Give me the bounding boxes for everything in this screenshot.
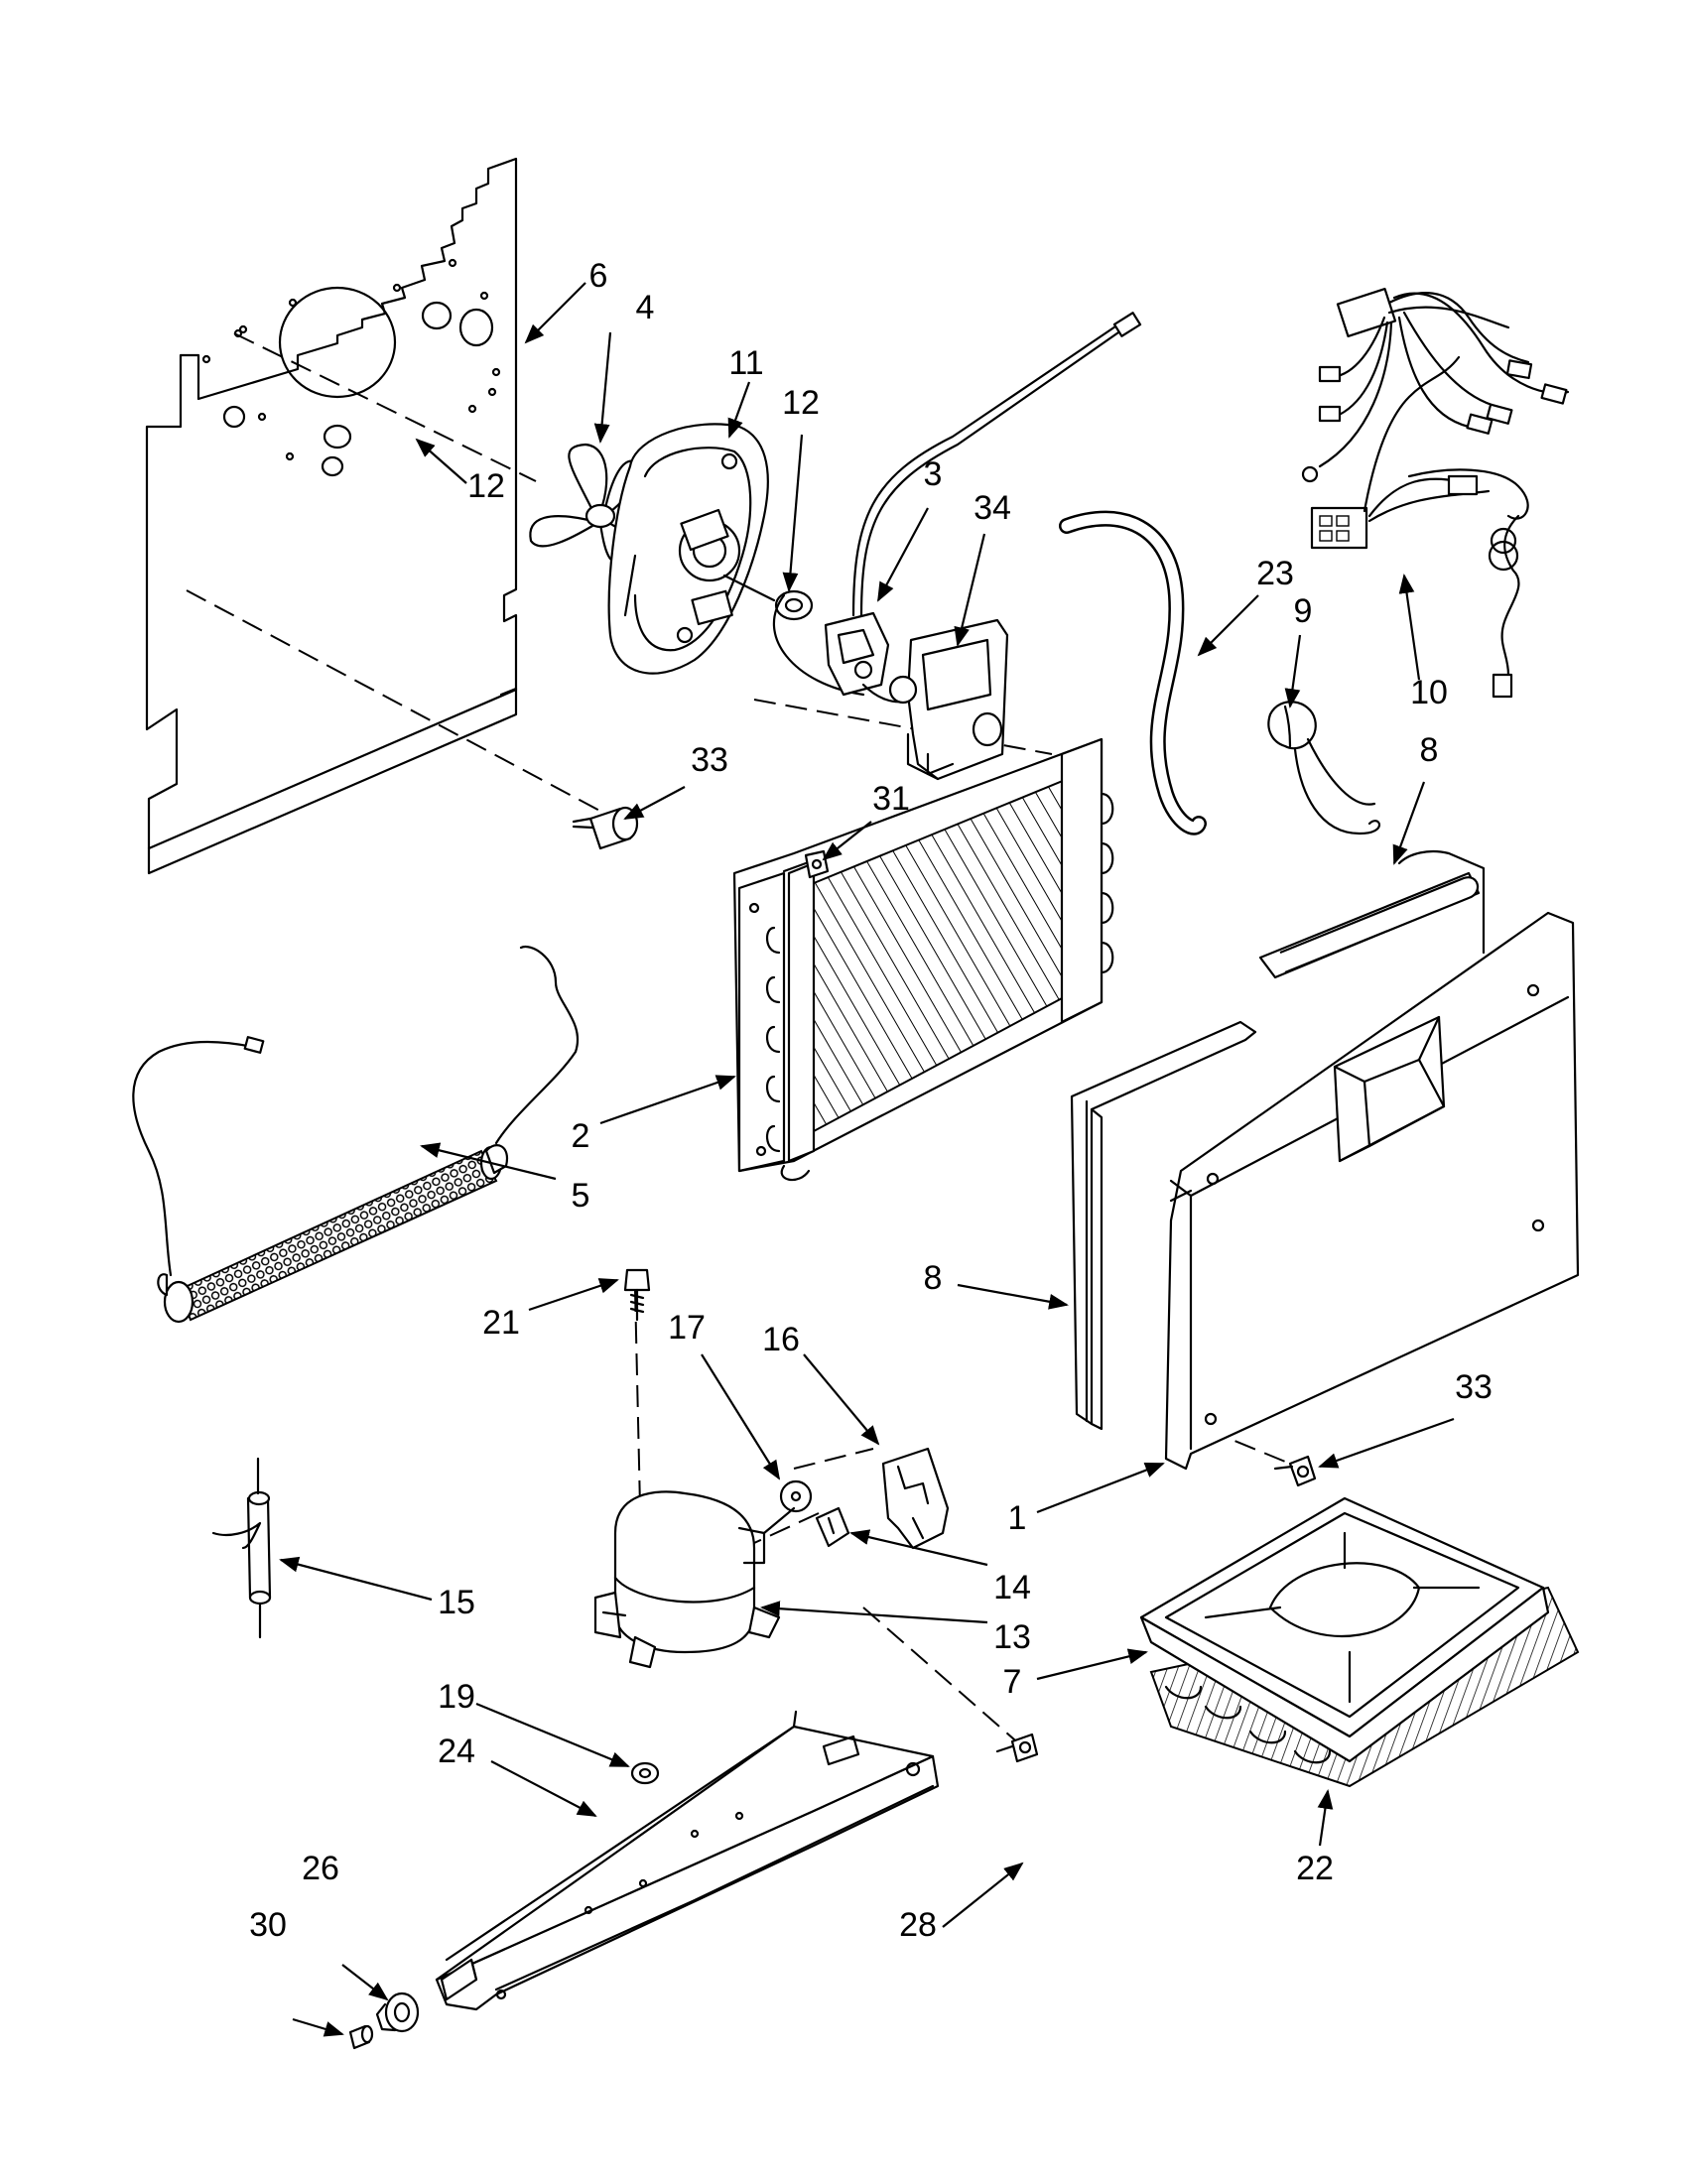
- evaporator-coil-part: [732, 737, 1114, 1182]
- duct-part: [1070, 849, 1486, 1431]
- drain-tube-part: [1059, 510, 1207, 835]
- foot-part: [375, 1991, 420, 2033]
- base-rail-part: [435, 1710, 940, 2011]
- callout-16: 16: [762, 1321, 800, 1358]
- compressor-part: [593, 1490, 796, 1669]
- callout-23: 23: [1256, 555, 1294, 592]
- overload-part: [779, 1479, 813, 1513]
- callout-22: 22: [1296, 1850, 1334, 1887]
- callout-30: 30: [249, 1906, 287, 1944]
- rear-panel-part: [145, 157, 518, 875]
- callout-19: 19: [438, 1678, 475, 1716]
- callout-13: 13: [993, 1618, 1031, 1656]
- screw-33-part: [1273, 1455, 1317, 1487]
- drain-plug-part: [572, 806, 639, 850]
- callout-11: 11: [728, 344, 763, 382]
- relay-cover-part: [881, 1447, 950, 1550]
- callout-8: 8: [1420, 731, 1439, 769]
- callout-12: 12: [467, 467, 505, 505]
- callout-14: 14: [993, 1569, 1031, 1606]
- callout-34: 34: [974, 489, 1011, 527]
- wire-harness-part: [1301, 288, 1570, 699]
- screw-28-part: [995, 1733, 1039, 1763]
- assembly-lines: [186, 332, 1291, 1747]
- bolt-part: [623, 1268, 651, 1322]
- callout-21: 21: [482, 1304, 520, 1342]
- start-relay-part: [815, 1506, 850, 1548]
- callout-31: 31: [872, 780, 910, 818]
- spacer-part: [348, 2024, 374, 2050]
- callout-labels: 6 4 11 12 12 3 34 23 9 10 8 33 31 2 5 8 …: [249, 257, 1493, 1944]
- callout-10: 10: [1410, 674, 1448, 711]
- callout-28: 28: [899, 1906, 937, 1944]
- callout-2: 2: [572, 1117, 590, 1155]
- fan-bracket-part: [607, 423, 769, 675]
- callout-33: 33: [691, 741, 728, 779]
- thermostat-part: [1267, 701, 1380, 835]
- callout-7: 7: [1003, 1663, 1022, 1701]
- defrost-heater-part: [132, 945, 579, 1324]
- grommet-part: [630, 1761, 660, 1785]
- callout-5: 5: [572, 1177, 590, 1215]
- housing-part: [888, 618, 1009, 781]
- callout-33: 33: [1455, 1368, 1493, 1406]
- callout-12: 12: [782, 384, 820, 422]
- sensor-timer-part: [824, 312, 1142, 704]
- callout-3: 3: [924, 455, 943, 493]
- drain-pan-part: [1139, 1496, 1580, 1788]
- callout-9: 9: [1294, 592, 1313, 630]
- callout-8: 8: [924, 1259, 943, 1297]
- filter-drier-part: [211, 1457, 272, 1639]
- callout-15: 15: [438, 1584, 475, 1621]
- leader-arrows: [279, 282, 1455, 2037]
- callout-24: 24: [438, 1733, 475, 1770]
- callout-17: 17: [668, 1309, 706, 1347]
- callout-4: 4: [636, 289, 655, 326]
- callout-1: 1: [1008, 1499, 1027, 1537]
- cover-panel-part: [1164, 911, 1580, 1471]
- callout-6: 6: [589, 257, 608, 295]
- callout-26: 26: [302, 1850, 339, 1887]
